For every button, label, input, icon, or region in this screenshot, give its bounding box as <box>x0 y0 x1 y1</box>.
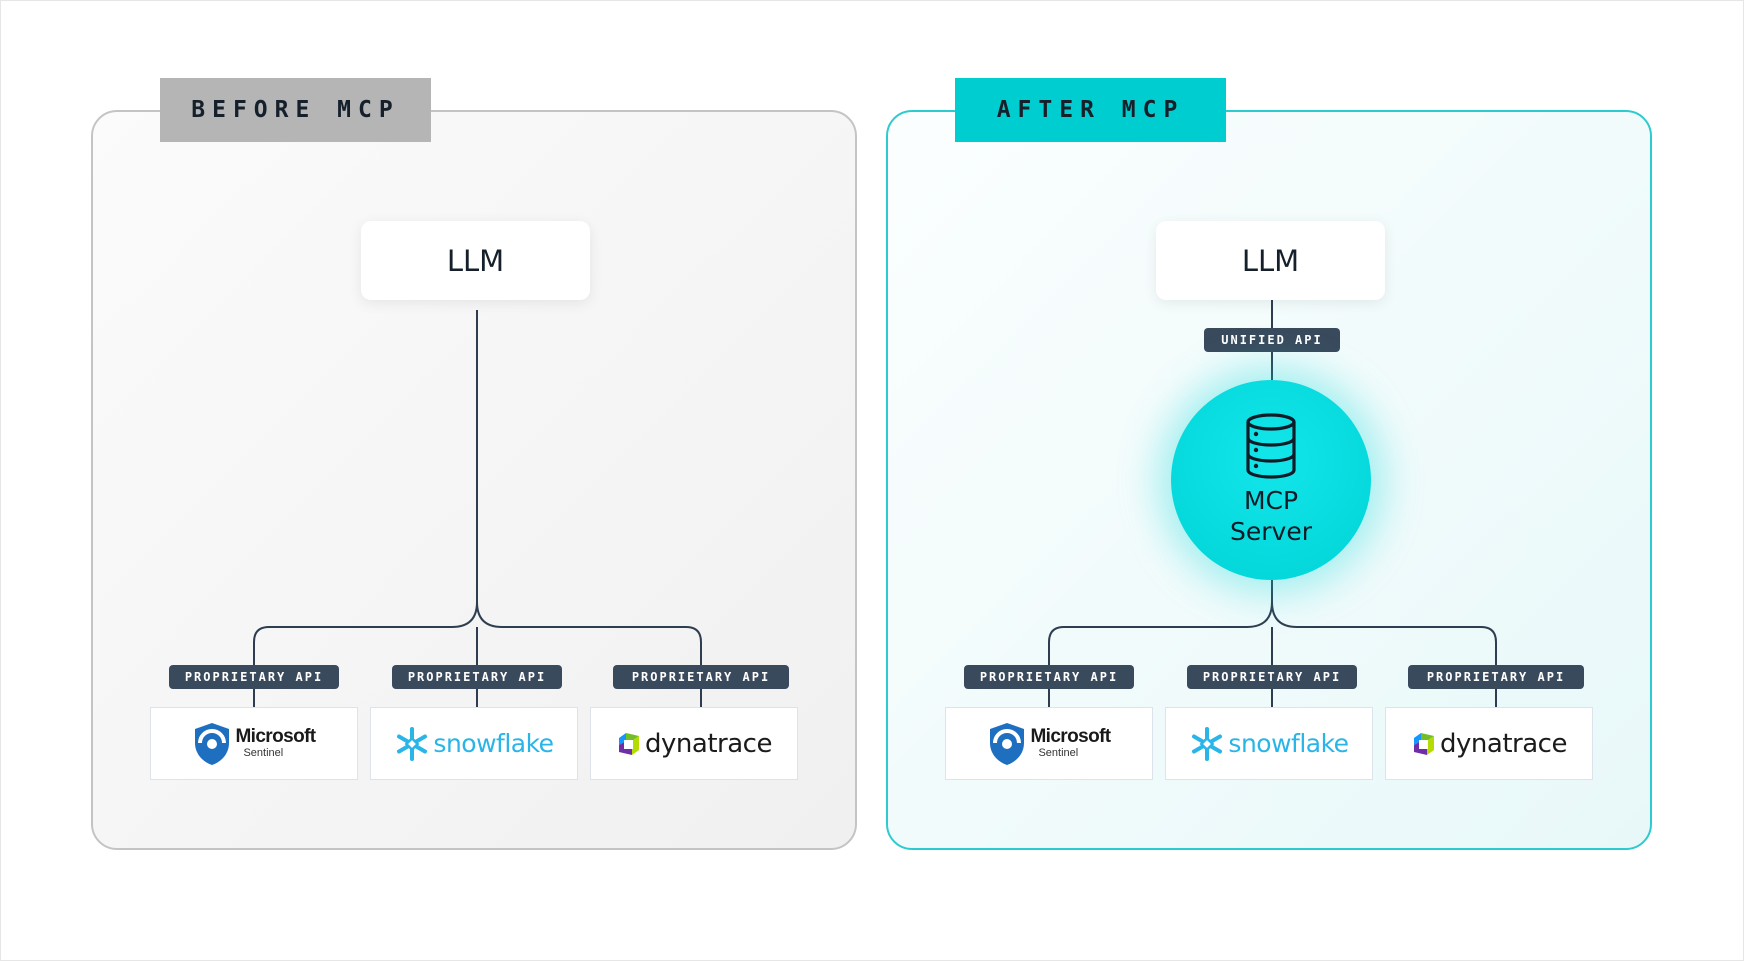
after-mcp-tab: AFTER MCP <box>955 78 1226 142</box>
before-llm-box: LLM <box>361 221 590 300</box>
snowflake-wordmark: snowflake <box>433 729 554 758</box>
after-vendor-dynatrace: dynatrace <box>1385 707 1593 780</box>
before-connector-lines <box>253 310 702 707</box>
mcp-server-node: MCP Server <box>1171 380 1371 580</box>
dynatrace-icon <box>619 732 640 755</box>
after-vendor-microsoft-sentinel: Microsoft Sentinel <box>945 707 1153 780</box>
mcp-server-label-line1: MCP <box>1243 486 1299 515</box>
after-llm-box: LLM <box>1156 221 1385 300</box>
before-api-pill-dynatrace: PROPRIETARY API <box>613 665 789 689</box>
sentinel-wordmark: Sentinel <box>1038 747 1079 759</box>
sentinel-wordmark: Sentinel <box>243 747 284 759</box>
microsoft-wordmark: Microsoft <box>1030 726 1111 747</box>
before-mcp-tab: BEFORE MCP <box>160 78 431 142</box>
snowflake-wordmark: snowflake <box>1228 729 1349 758</box>
after-vendor-snowflake: snowflake <box>1165 707 1373 780</box>
after-api-pill-dynatrace: PROPRIETARY API <box>1408 665 1584 689</box>
before-vendor-snowflake: snowflake <box>370 707 578 780</box>
snowflake-icon <box>397 726 428 761</box>
mcp-server-label: MCP Server <box>1230 485 1312 547</box>
database-icon <box>1246 413 1296 479</box>
before-mcp-panel: BEFORE MCP LLM PROPRIETARY API PROPRIETA… <box>91 78 857 850</box>
microsoft-sentinel-shield-icon <box>990 722 1025 765</box>
before-vendor-microsoft-sentinel: Microsoft Sentinel <box>150 707 358 780</box>
microsoft-sentinel-shield-icon <box>195 722 230 765</box>
mcp-server-label-line2: Server <box>1230 517 1312 546</box>
before-vendor-dynatrace: dynatrace <box>590 707 798 780</box>
after-api-pill-microsoft: PROPRIETARY API <box>964 665 1134 689</box>
unified-api-pill: UNIFIED API <box>1204 328 1340 352</box>
microsoft-wordmark: Microsoft <box>235 726 316 747</box>
dynatrace-wordmark: dynatrace <box>645 728 772 759</box>
dynatrace-wordmark: dynatrace <box>1440 728 1567 759</box>
snowflake-icon <box>1192 726 1223 761</box>
before-api-pill-snowflake: PROPRIETARY API <box>392 665 562 689</box>
after-mcp-panel: AFTER MCP LLM UNIFIED API MCP Server <box>886 78 1652 850</box>
before-api-pill-microsoft: PROPRIETARY API <box>169 665 339 689</box>
after-api-pill-snowflake: PROPRIETARY API <box>1187 665 1357 689</box>
dynatrace-icon <box>1414 732 1435 755</box>
